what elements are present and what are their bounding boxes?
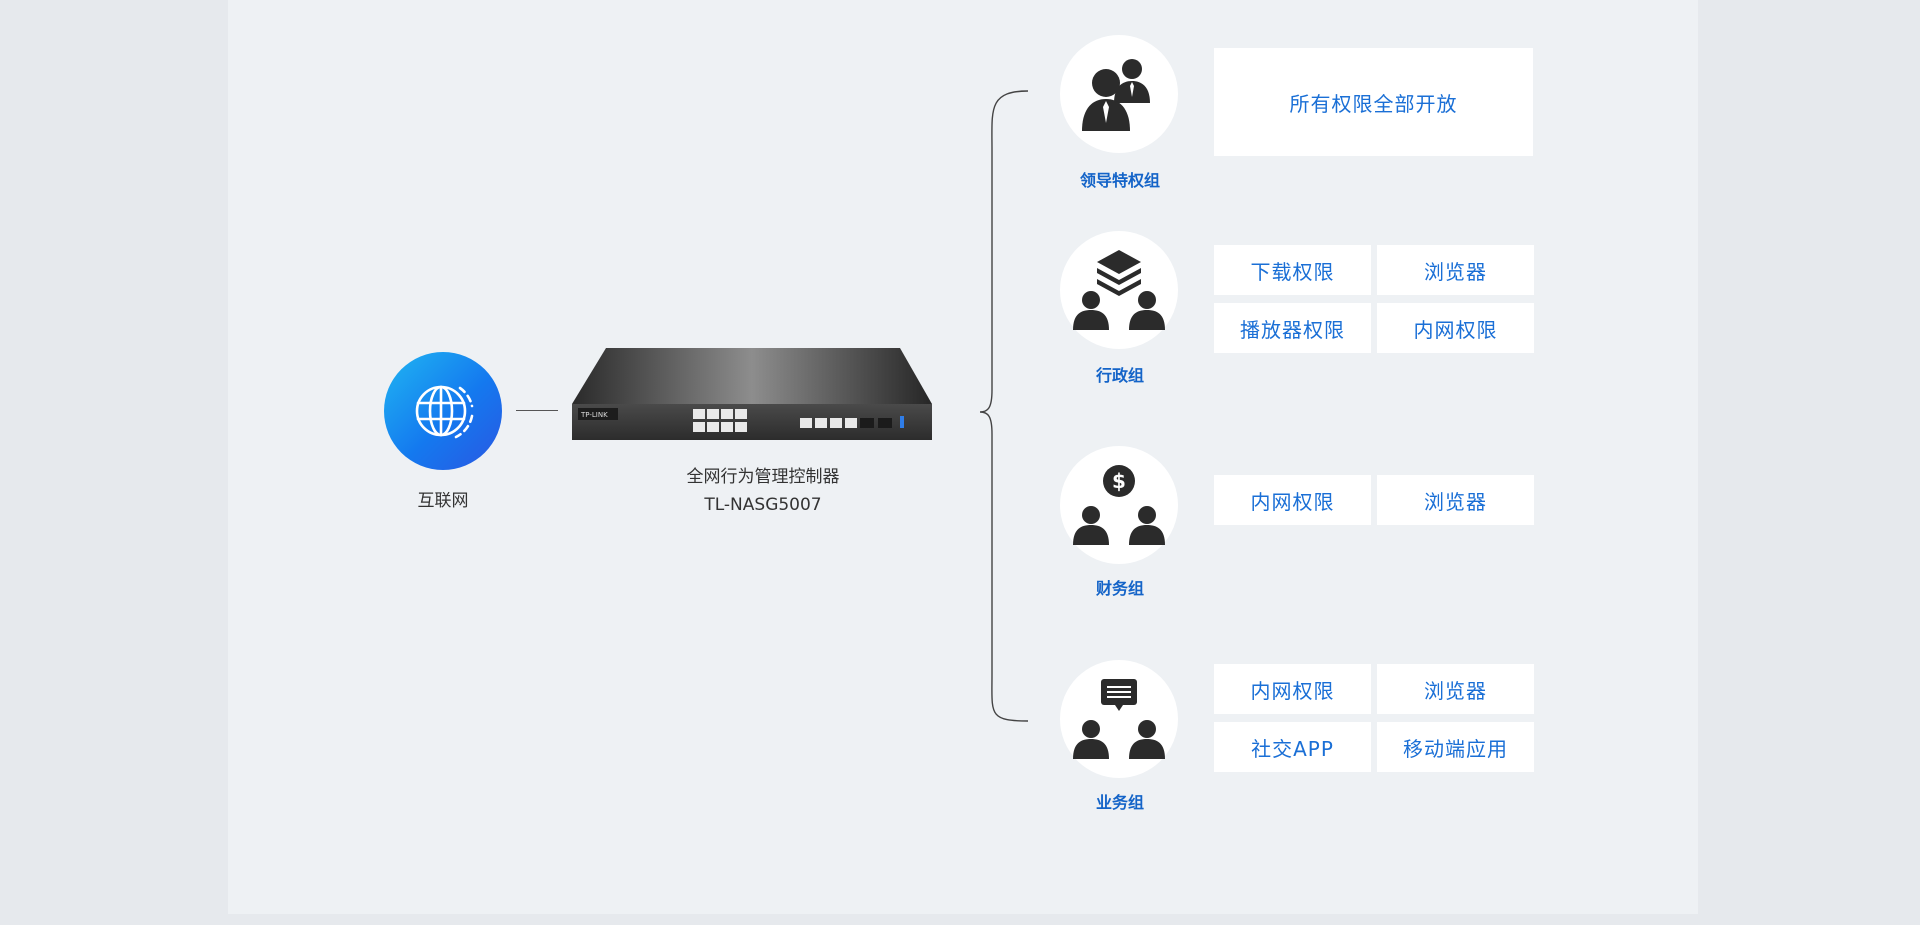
- permission-box: 内网权限: [1214, 475, 1371, 525]
- executives-icon: [1060, 35, 1178, 153]
- internet-label: 互联网: [417, 491, 469, 511]
- device-brand-text: TP-LINK: [580, 411, 608, 419]
- permission-box: 播放器权限: [1214, 303, 1371, 353]
- device-caption: 全网行为管理控制器 TL-NASG5007: [610, 463, 916, 519]
- dollar-people-icon: $: [1060, 446, 1178, 564]
- permission-box: 移动端应用: [1377, 722, 1534, 772]
- group-label: 行政组: [1095, 366, 1144, 385]
- connection-line: [516, 410, 558, 411]
- device-model: TL-NASG5007: [704, 495, 822, 515]
- chat-people-icon: [1060, 660, 1178, 778]
- permission-box: 浏览器: [1377, 475, 1534, 525]
- device-name: 全网行为管理控制器: [686, 467, 840, 487]
- group-label: 业务组: [1095, 793, 1144, 812]
- grouping-brace: [979, 90, 1029, 722]
- permission-box: 内网权限: [1377, 303, 1534, 353]
- permission-box: 浏览器: [1377, 245, 1534, 295]
- permission-box: 浏览器: [1377, 664, 1534, 714]
- router-device-image: TP-LINK: [570, 346, 935, 442]
- group-label: 财务组: [1095, 579, 1144, 598]
- globe-icon: [384, 352, 502, 470]
- layers-people-icon: [1060, 231, 1178, 349]
- permission-box: 所有权限全部开放: [1214, 48, 1533, 156]
- svg-text:$: $: [1112, 469, 1126, 493]
- group-label: 领导特权组: [1079, 171, 1160, 190]
- permission-box: 下载权限: [1214, 245, 1371, 295]
- permission-box: 内网权限: [1214, 664, 1371, 714]
- permission-box: 社交APP: [1214, 722, 1371, 772]
